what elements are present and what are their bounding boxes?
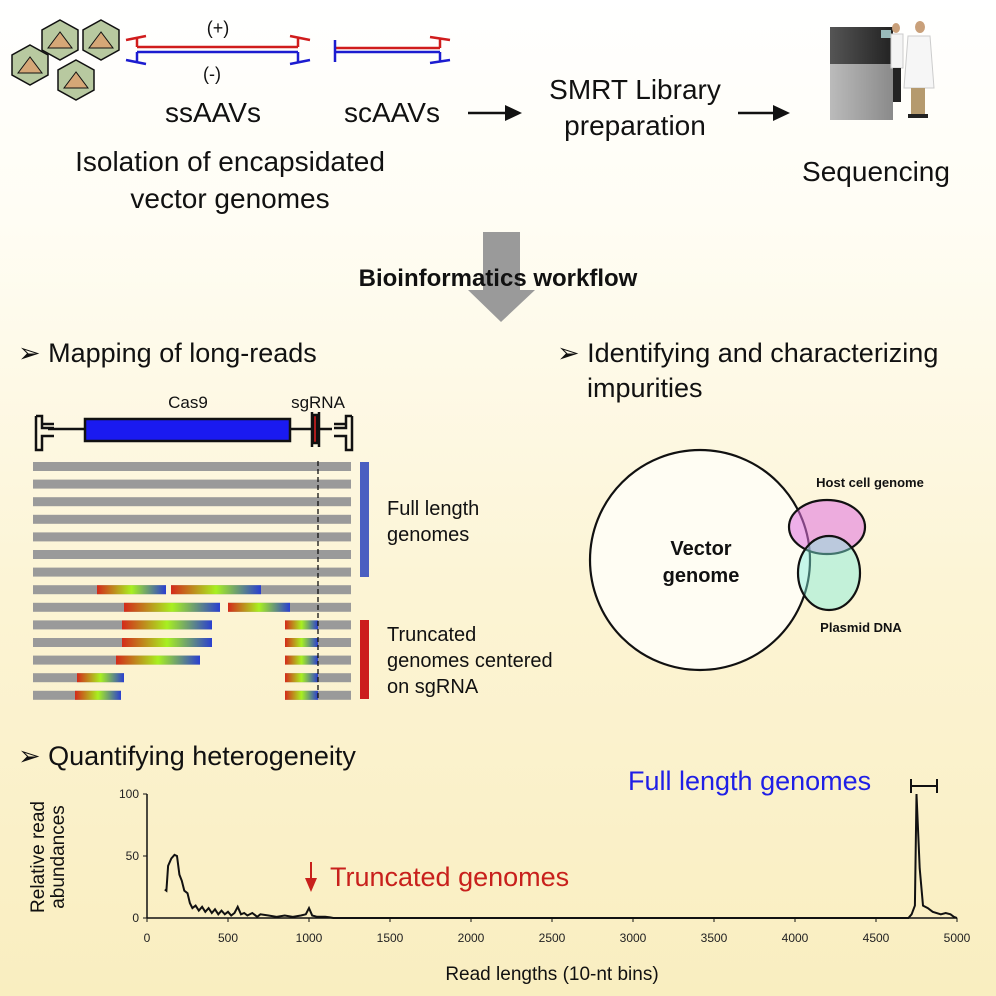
truncated-label-line3: on sgRNA — [387, 676, 479, 698]
x-tick-label: 4500 — [863, 931, 890, 945]
minus-strand-label: (-) — [203, 64, 221, 84]
x-tick-label: 500 — [218, 931, 238, 945]
truncated-annotation: Truncated genomes — [330, 862, 569, 892]
y-tick-label: 50 — [126, 849, 140, 863]
bullet-arrow-icon: ➢ — [557, 338, 587, 368]
x-tick-label: 1000 — [296, 931, 323, 945]
vector-map — [34, 412, 354, 452]
cas9-label: Cas9 — [168, 393, 208, 412]
bullet-arrow-icon: ➢ — [18, 338, 48, 368]
down-arrow-icon — [468, 232, 535, 322]
smrt-label-line2: preparation — [564, 110, 706, 141]
full-length-read — [33, 462, 351, 471]
bullet-arrow-icon: ➢ — [18, 741, 48, 771]
full-length-read — [33, 550, 351, 559]
x-tick-label: 4000 — [782, 931, 809, 945]
full-length-read — [33, 532, 351, 542]
full-length-label-line2: genomes — [387, 524, 469, 546]
truncated-read-segment — [285, 620, 318, 630]
read-alignments — [33, 462, 351, 700]
truncated-bracket — [360, 620, 369, 699]
x-tick-label: 2500 — [539, 931, 566, 945]
scaav-label: scAAVs — [344, 97, 440, 128]
y-axis-label-line2: abundances — [48, 805, 69, 909]
truncated-label-line2: genomes centered — [387, 650, 553, 672]
full-length-read — [33, 497, 351, 507]
vector-genome-circle — [588, 448, 812, 672]
sgrna-label: sgRNA — [291, 393, 346, 412]
ssaav-label: ssAAVs — [165, 97, 261, 128]
arrow-right-icon — [738, 105, 790, 121]
truncated-read-segment — [122, 638, 212, 647]
capsid-icons — [11, 19, 120, 101]
smrt-label-line1: SMRT Library — [549, 74, 721, 105]
plasmid-dna-label: Plasmid DNA — [820, 620, 902, 635]
sequencing-label: Sequencing — [802, 156, 950, 187]
truncated-read-segment — [285, 655, 318, 665]
section-heading-quantifying: ➢ Quantifying heterogeneity — [18, 741, 356, 771]
truncated-read-segment — [285, 690, 318, 700]
x-tick-label: 3500 — [701, 931, 728, 945]
isolation-label-line1: Isolation of encapsidated — [75, 146, 385, 177]
truncated-read-segment — [228, 602, 290, 612]
vector-genome-label-line1: Vector — [670, 538, 731, 560]
quantifying-heading-text: Quantifying heterogeneity — [48, 741, 356, 771]
impurities-heading-line2: impurities — [587, 373, 703, 403]
y-tick-label: 100 — [119, 787, 139, 801]
y-tick-label: 0 — [132, 911, 139, 925]
workflow-title: Bioinformatics workflow — [359, 265, 638, 292]
truncated-read-segment — [77, 673, 124, 683]
truncated-read-segment — [116, 655, 200, 665]
x-tick-label: 3000 — [620, 931, 647, 945]
x-tick-label: 2000 — [458, 931, 485, 945]
y-axis-label: Relative read abundances — [28, 801, 69, 913]
isolation-label-line2: vector genomes — [130, 183, 329, 214]
plus-strand-label: (+) — [207, 18, 230, 38]
truncated-read-segment — [75, 690, 121, 700]
truncated-read-segment — [97, 585, 166, 595]
full-length-label-line1: Full length — [387, 498, 479, 520]
x-tick-label: 5000 — [944, 931, 971, 945]
arrow-right-icon — [468, 105, 522, 121]
plasmid-dna-ellipse — [796, 534, 862, 612]
full-length-read — [33, 514, 351, 524]
host-cell-genome-ellipse — [787, 498, 867, 556]
truncated-read-segment — [171, 585, 261, 595]
truncated-read-segment — [285, 673, 318, 683]
host-cell-genome-label: Host cell genome — [816, 475, 924, 490]
series-line-reads — [164, 793, 958, 919]
impurities-venn — [588, 448, 867, 672]
full-length-read — [33, 567, 351, 577]
truncated-read-segment — [285, 638, 318, 647]
full-length-annotation: Full length genomes — [628, 766, 871, 796]
scaav-diagram — [333, 35, 451, 65]
x-tick-label: 1500 — [377, 931, 404, 945]
x-axis-label: Read lengths (10-nt bins) — [445, 964, 658, 985]
mapping-heading-text: Mapping of long-reads — [48, 338, 317, 368]
truncated-read-segment — [122, 620, 212, 630]
sequencer-image — [830, 21, 935, 120]
x-tick-label: 0 — [144, 931, 151, 945]
truncated-read-segment — [124, 602, 220, 612]
ssaav-diagram — [125, 34, 311, 66]
full-length-read — [33, 479, 351, 489]
truncated-label-line1: Truncated — [387, 624, 476, 646]
section-heading-mapping: ➢ Mapping of long-reads — [18, 338, 317, 368]
full-length-bracket — [360, 462, 369, 577]
section-heading-impurities: ➢ Identifying and characterizing — [557, 338, 938, 368]
y-axis-label-line1: Relative read — [28, 801, 49, 913]
truncated-arrow-icon — [305, 862, 317, 892]
full-length-range-bracket — [910, 779, 938, 793]
vector-genome-label-line2: genome — [663, 565, 740, 587]
impurities-heading-text: Identifying and characterizing — [587, 338, 938, 368]
